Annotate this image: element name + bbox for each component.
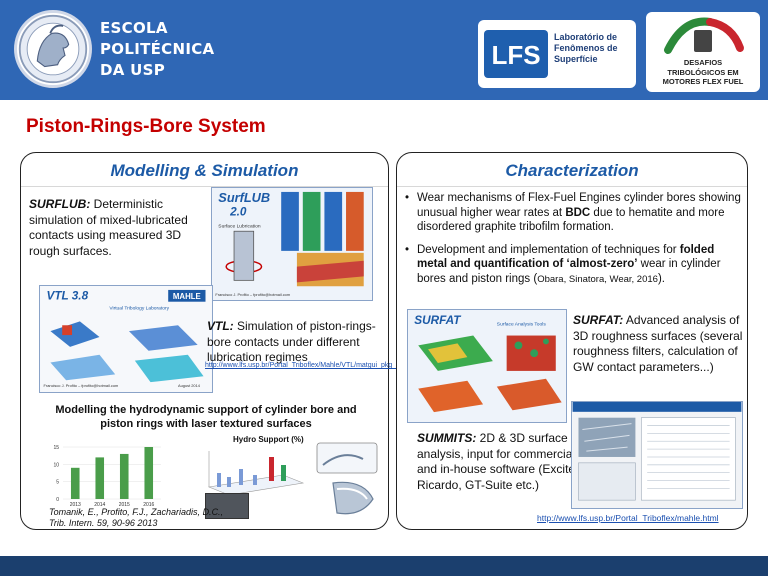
surflub-screenshot: SurfLUB 2.0 Surface Lubrication Francisc… <box>211 187 373 301</box>
bullet2-text-c: ). <box>657 272 665 285</box>
surflub-desc: Deterministic simulation of mixed-lubric… <box>29 197 188 258</box>
summits-name: SUMMITS: <box>417 431 477 445</box>
bullet2-bold: folded metal and quantification of ‘almo… <box>417 243 715 271</box>
bullet2-reference: Obara, Sinatora, Wear, 2016 <box>537 273 658 285</box>
bullet2-text-a: Development and implementation of techni… <box>417 243 680 256</box>
bullet-wear-quantification: Development and implementation of techni… <box>403 243 743 288</box>
vtl-name: VTL: <box>207 319 234 333</box>
surflub-thumb-version: 2.0 <box>229 206 247 219</box>
bullet1-text-b: due to hematite and more disordered grap… <box>417 206 725 234</box>
surflub-thumb-subtitle: Surface Lubrication <box>218 223 261 229</box>
bullet1-text-a: Wear mechanisms of Flex-Fuel Engines cyl… <box>417 192 741 219</box>
hydro-chart-label: Hydro Support (%) <box>233 435 304 444</box>
y-tick-label: 10 <box>53 462 59 468</box>
piston-ring-drawing <box>316 442 378 515</box>
x-tick-label: 2016 <box>143 502 154 508</box>
characterization-divider <box>397 186 747 187</box>
bar-2015 <box>119 453 129 499</box>
bar-2013 <box>70 467 80 499</box>
school-name: ESCOLA POLITÉCNICA DA USP <box>100 18 214 81</box>
lfs-line-3: Superfície <box>554 54 598 64</box>
lfs-line-1: Laboratório de <box>554 32 618 42</box>
y-tick-label: 5 <box>56 480 59 486</box>
page-title: Piston-Rings-Bore System <box>26 116 266 137</box>
project-line-2: TRIBOLÓGICOS EM <box>667 67 739 77</box>
x-tick-label: 2014 <box>94 502 105 508</box>
surflub-description: SURFLUB: Deterministic simulation of mix… <box>29 197 215 259</box>
lfs-logo: LFS <box>484 30 548 78</box>
usp-seal-logo <box>14 10 92 88</box>
school-line-3: DA USP <box>100 61 166 79</box>
y-tick-label: 0 <box>56 497 59 503</box>
surflub-name: SURFLUB: <box>29 197 91 211</box>
characterization-heading: Characterization <box>505 161 639 180</box>
y-tick-label: 15 <box>53 445 59 451</box>
project-line-3: MOTORES FLEX FUEL <box>662 77 744 86</box>
lfs-name: Laboratório de Fenômenos de Superfície <box>554 32 618 65</box>
x-tick-label: 2013 <box>70 502 81 508</box>
project-logo-box: DESAFIOS TRIBOLÓGICOS EM MOTORES FLEX FU… <box>646 12 760 92</box>
characterization-bullets: Wear mechanisms of Flex-Fuel Engines cyl… <box>403 191 743 295</box>
summits-link[interactable]: http://www.lfs.usp.br/Portal_Triboflex/m… <box>537 513 719 523</box>
summits-desc: 2D & 3D surface analysis, input for comm… <box>417 431 579 492</box>
surfat-thumb-subtitle: Surface Analysis Tools <box>497 322 547 328</box>
modelling-panel: Modelling & Simulation SURFLUB: Determin… <box>20 152 438 530</box>
surflub-thumb-title: SurfLUB <box>218 190 270 205</box>
bullet1-bold: BDC <box>565 206 591 219</box>
vtl-screenshot: VTL 3.8 Virtual Tribology Laboratory MAH… <box>39 285 213 393</box>
vtl-desc: Simulation of piston-rings-bore contacts… <box>207 319 376 364</box>
bar-2016 <box>144 447 154 499</box>
summits-description: SUMMITS: 2D & 3D surface analysis, input… <box>417 431 583 493</box>
vtl-download-link[interactable]: http://www.lfs.usp.br/Portal_Triboflex/M… <box>205 362 438 369</box>
vtl-description: VTL: Simulation of piston-rings-bore con… <box>207 319 383 366</box>
vtl-thumb-subtitle: Virtual Tribology Laboratory <box>109 306 169 312</box>
surflub-thumb-author: Francisco J. Profito – fprofito@hotmail.… <box>215 292 290 297</box>
hydro-title: Modelling the hydrodynamic support of cy… <box>55 404 357 430</box>
lfs-acronym: LFS <box>491 40 540 70</box>
vtl-thumb-brand: MAHLE <box>173 292 201 301</box>
hydro-citation: Tomanik, E., Profito, F.J., Zachariadis,… <box>49 507 224 528</box>
surfat-desc: Advanced analysis of 3D roughness surfac… <box>573 313 743 374</box>
summits-screenshot <box>571 401 743 509</box>
vtl-thumb-date: August 2014 <box>178 383 201 388</box>
lfs-logo-box: LFS Laboratório de Fenômenos de Superfíc… <box>478 20 636 88</box>
characterization-panel: Characterization Wear mechanisms of Flex… <box>396 152 748 530</box>
surfat-description: SURFAT: Advanced analysis of 3D roughnes… <box>573 313 743 375</box>
modelling-heading: Modelling & Simulation <box>110 161 299 180</box>
school-line-1: ESCOLA <box>100 19 168 37</box>
hydro-bar-chart: 0 5 10 15 2013 2014 2015 2016 <box>53 445 161 508</box>
vtl-thumb-author: Francisco J. Profito – fprofito@hotmail.… <box>44 383 119 388</box>
textured-surface-micrograph <box>205 493 249 519</box>
surfat-name: SURFAT: <box>573 313 624 327</box>
surfat-thumb-title: SURFAT <box>414 314 462 327</box>
bullet-wear-mechanisms: Wear mechanisms of Flex-Fuel Engines cyl… <box>403 191 743 235</box>
vtl-thumb-title: VTL 3.8 <box>47 290 89 303</box>
bar-2014 <box>95 457 105 499</box>
surfat-screenshot: SURFAT Surface Analysis Tools <box>407 309 567 423</box>
modelling-divider <box>21 186 388 187</box>
school-line-2: POLITÉCNICA <box>100 40 215 58</box>
header-banner: ESCOLA POLITÉCNICA DA USP LFS Laboratóri… <box>0 0 768 100</box>
lfs-line-2: Fenômenos de <box>554 43 618 53</box>
fuel-pump-icon <box>664 17 744 54</box>
project-name: DESAFIOS TRIBOLÓGICOS EM MOTORES FLEX FU… <box>646 58 760 87</box>
project-line-1: DESAFIOS <box>683 58 723 67</box>
hydro-support-chart: Hydro Support (%) <box>199 433 309 521</box>
footer-bar <box>0 556 768 576</box>
x-tick-label: 2015 <box>119 502 130 508</box>
bullet2-text-b: wear in cylinder bores and piston rings … <box>417 258 721 285</box>
